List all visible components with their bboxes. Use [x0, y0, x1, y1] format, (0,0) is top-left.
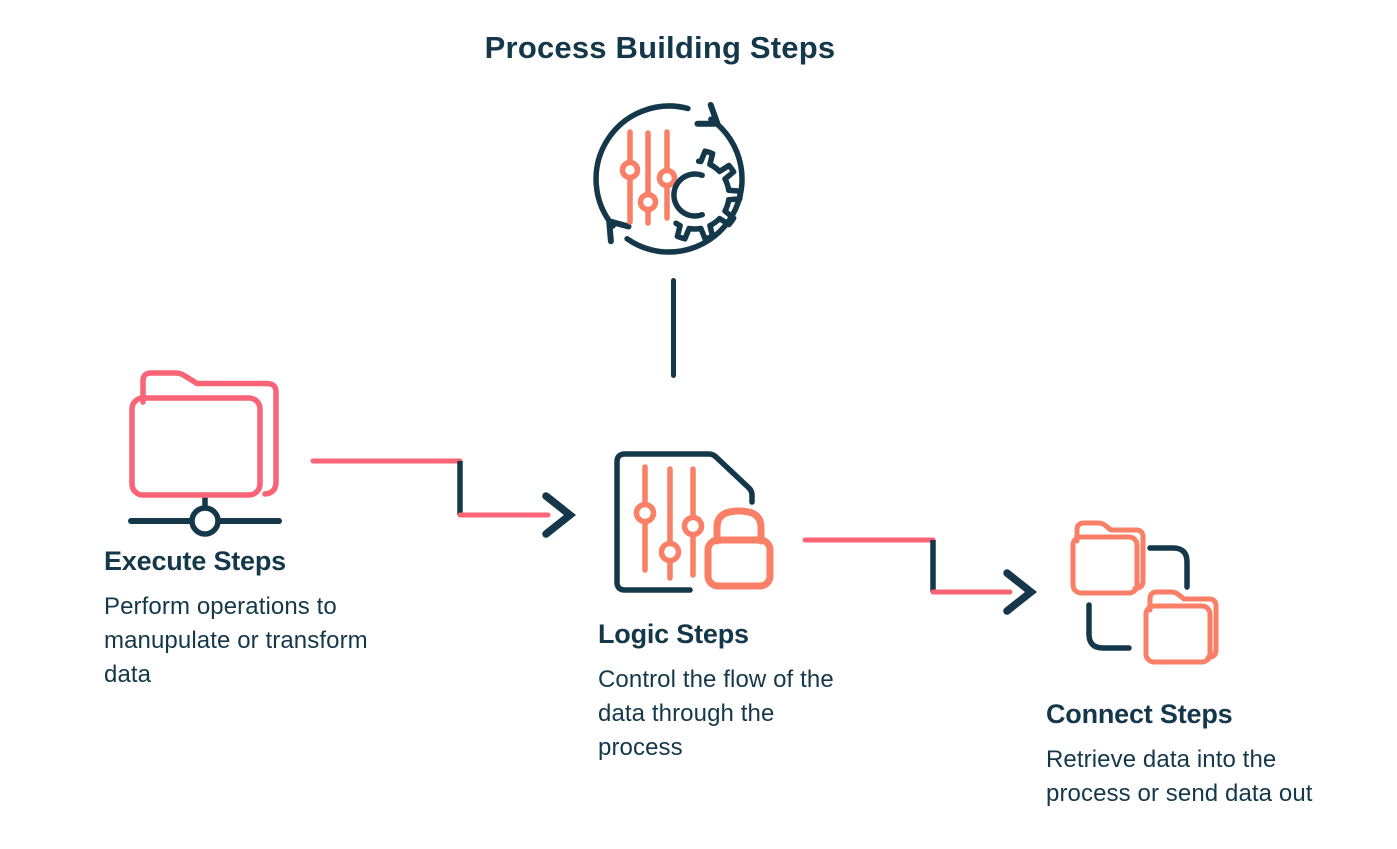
arrowhead-icon [542, 492, 577, 538]
document-part [614, 451, 755, 593]
folder-part [129, 370, 279, 498]
sliders-part [633, 464, 705, 581]
execute-steps-description: Perform operations to manupulate or tran… [104, 593, 368, 688]
folders-transfer-icon [1063, 513, 1223, 678]
network-part [128, 492, 282, 537]
arrow-execute-to-logic [310, 458, 577, 538]
gear-part [671, 148, 743, 242]
arrow-logic-to-connect [802, 537, 1038, 615]
page-title: Process Building Steps [484, 30, 836, 65]
document-sliders-lock-icon [610, 445, 780, 595]
lock-part [704, 507, 774, 590]
arrowhead-icon [1003, 569, 1038, 615]
transfer-connectors [1086, 545, 1190, 651]
folder-part [1070, 520, 1146, 596]
execute-steps-heading: Execute Steps [104, 546, 286, 576]
sliders-part [619, 129, 678, 226]
logic-steps-heading: Logic Steps [598, 619, 749, 649]
step-connect: Connect Steps Retrieve data into the pro… [1046, 699, 1346, 811]
step-logic: Logic Steps Control the flow of the data… [598, 619, 853, 765]
connect-steps-description: Retrieve data into the process or send d… [1046, 746, 1313, 807]
step-execute: Execute Steps Perform operations to manu… [104, 546, 384, 692]
connect-steps-heading: Connect Steps [1046, 699, 1233, 729]
vertical-connector-line [671, 278, 676, 378]
network-folder-icon [118, 362, 283, 542]
process-cycle-gear-icon [589, 98, 749, 256]
logic-steps-description: Control the flow of the data through the… [598, 666, 834, 761]
